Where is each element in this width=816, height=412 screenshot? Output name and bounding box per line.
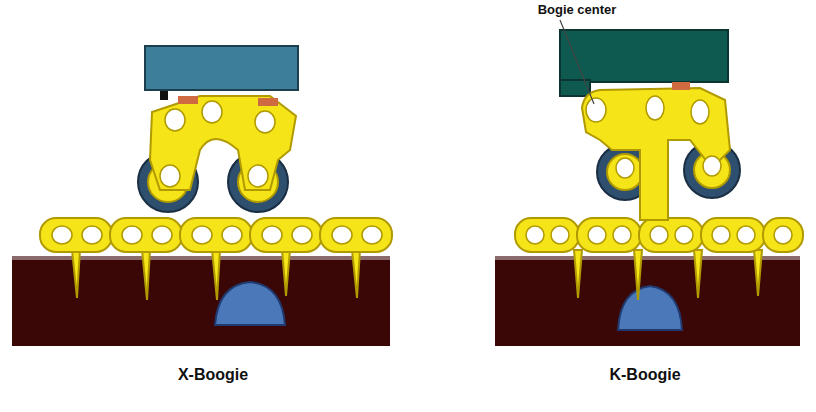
bogie-pads — [178, 96, 278, 106]
x-bogie-frame — [150, 96, 296, 190]
rock — [618, 286, 682, 330]
ground-surface — [12, 256, 390, 260]
caption-label: X-Boogie — [178, 366, 248, 384]
caption-label: K-Boogie — [609, 366, 680, 384]
bogie-pad — [672, 82, 690, 90]
x-bogie-assembly — [12, 46, 392, 346]
rock — [215, 282, 285, 325]
vehicle-body — [560, 30, 728, 82]
track-chain — [515, 218, 803, 252]
leader-line — [560, 20, 594, 104]
k-bogie-assembly — [495, 20, 803, 346]
pivot — [160, 90, 168, 100]
track-chain — [40, 218, 392, 252]
ground — [12, 258, 390, 346]
vehicle-body — [145, 46, 298, 90]
ground — [495, 258, 800, 346]
track-spikes — [72, 250, 360, 300]
callout-label: Bogie center — [538, 2, 617, 17]
k-bogie-frame — [582, 88, 730, 220]
track-spikes — [574, 250, 762, 300]
